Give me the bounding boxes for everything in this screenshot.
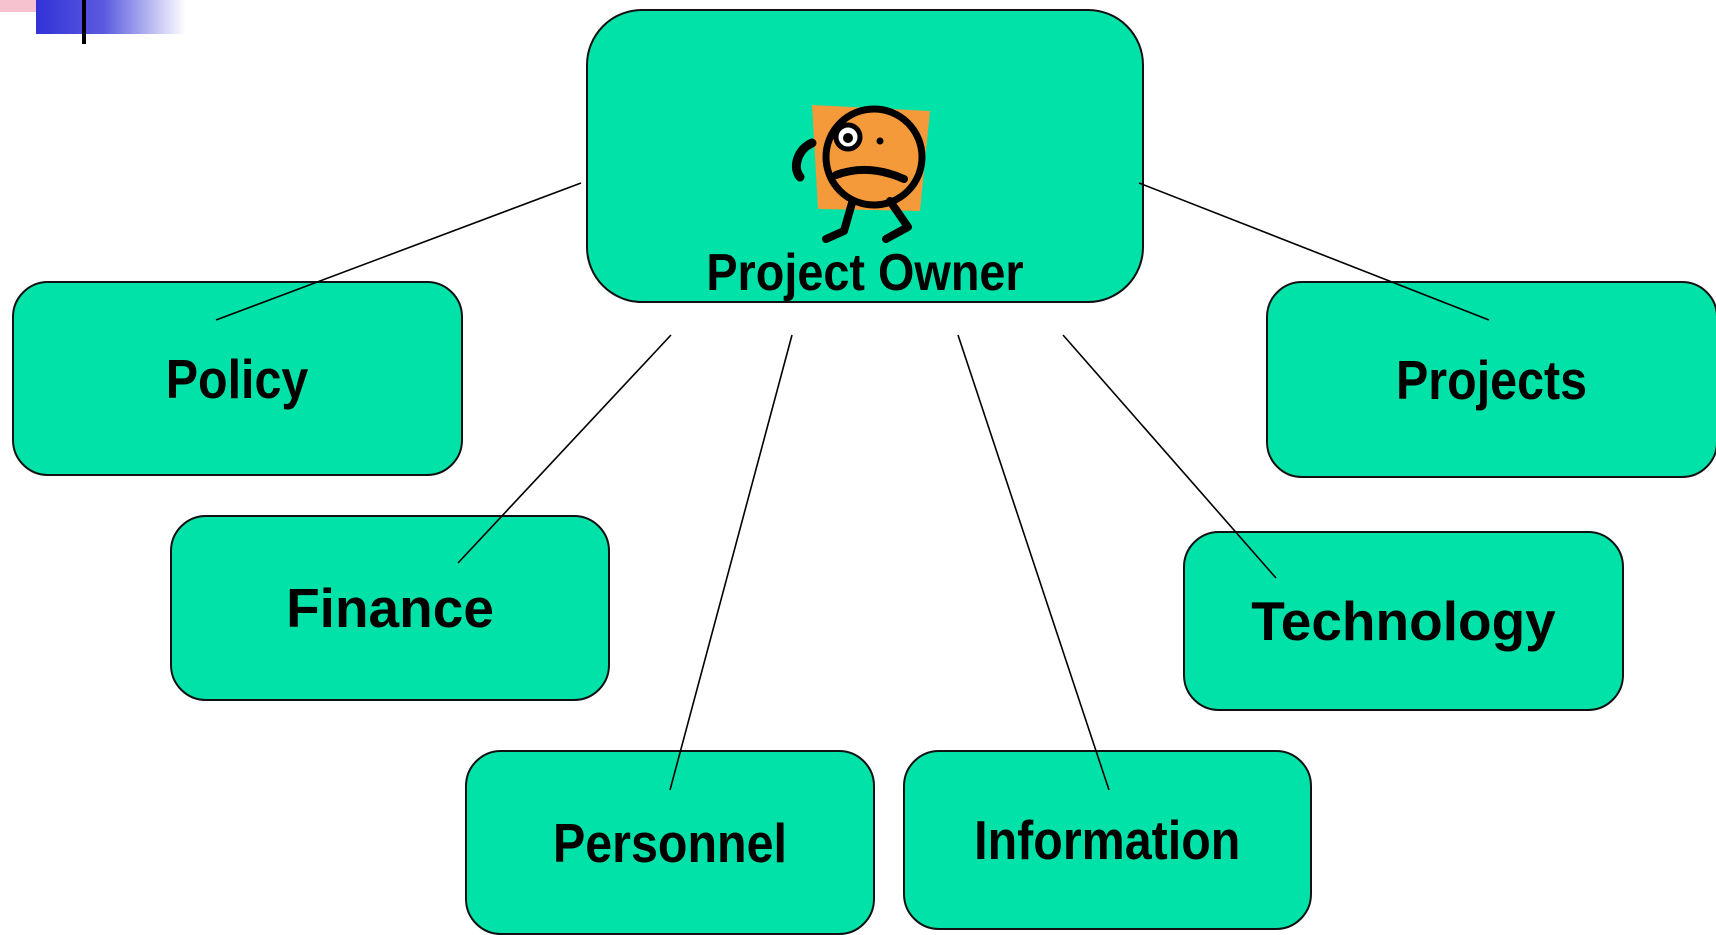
- connector-information: [957, 334, 1110, 791]
- node-label-policy: Policy: [166, 347, 309, 410]
- frowning-stick-figure-icon: [792, 105, 930, 243]
- node-personnel: Personnel: [465, 750, 875, 935]
- node-projects: Projects: [1266, 281, 1716, 478]
- node-label-technology: Technology: [1251, 590, 1556, 652]
- node-finance: Finance: [170, 515, 610, 701]
- node-policy: Policy: [12, 281, 463, 476]
- connector-personnel: [669, 334, 793, 791]
- node-label-information: Information: [974, 809, 1241, 871]
- root-node-project-owner: Project Owner: [586, 9, 1144, 303]
- node-label-personnel: Personnel: [552, 811, 788, 874]
- root-node-label: Project Owner: [706, 244, 1024, 302]
- node-technology: Technology: [1183, 531, 1624, 711]
- node-information: Information: [903, 750, 1312, 930]
- slide-corner-decoration: [0, 0, 186, 44]
- node-label-finance: Finance: [286, 577, 494, 639]
- node-label-projects: Projects: [1396, 348, 1588, 411]
